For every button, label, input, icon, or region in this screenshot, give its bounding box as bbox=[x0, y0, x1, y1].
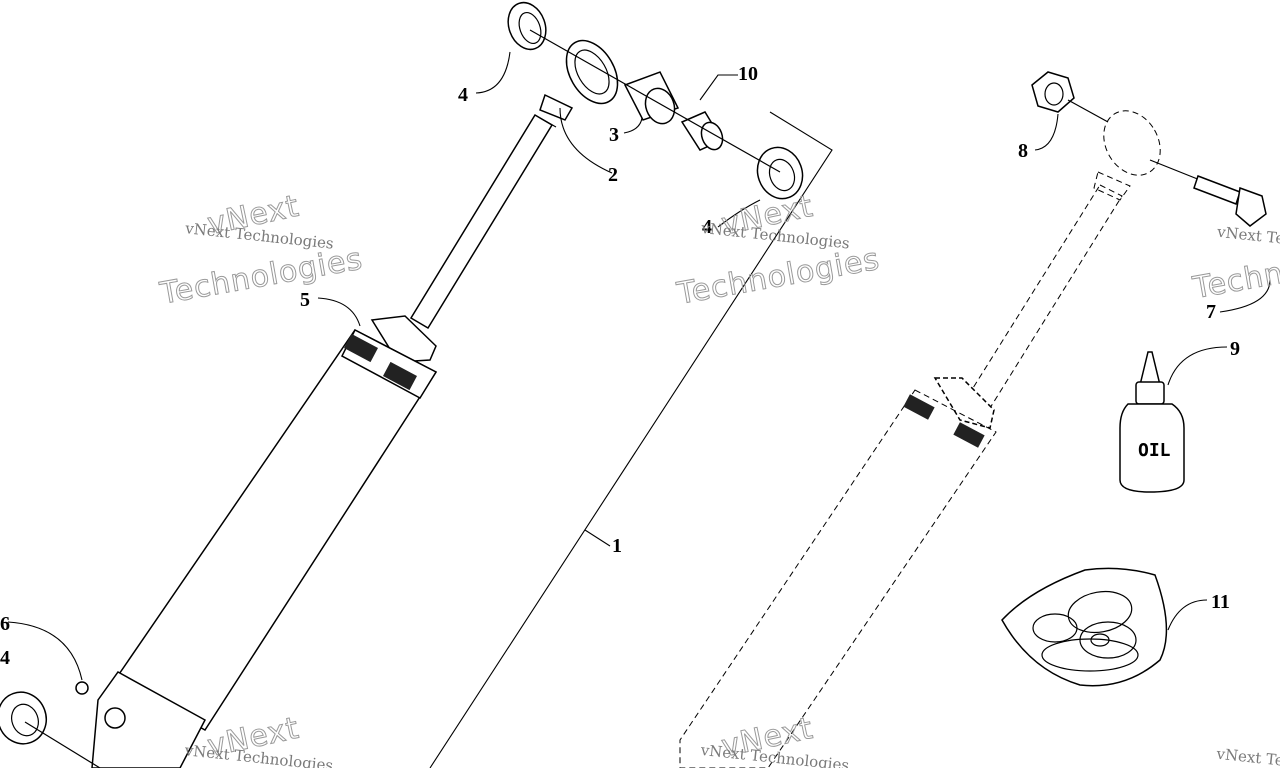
shock-body-cylinder bbox=[113, 329, 438, 731]
callout-8: 8 bbox=[1018, 140, 1028, 162]
watermark-2-line3: Technologies bbox=[674, 242, 883, 312]
upper-eye-ring bbox=[565, 39, 619, 105]
lower-mount-eye bbox=[91, 671, 207, 768]
watermark-6: vNext Technologies bbox=[1215, 745, 1280, 768]
watermark-2: vNext vNext Technologies Technologies bbox=[673, 188, 883, 312]
watermark-3-line2: vNext Technologies bbox=[1215, 223, 1280, 257]
callout-2: 2 bbox=[608, 164, 618, 186]
spacer-sleeve bbox=[623, 71, 680, 125]
seal-kit-bag bbox=[1001, 567, 1168, 687]
bushing-top bbox=[507, 1, 547, 51]
watermark-5: vNext vNext Technologies bbox=[699, 710, 850, 768]
bushing-right bbox=[756, 146, 804, 200]
bushing-bottom bbox=[0, 691, 47, 745]
oil-bottle: OIL bbox=[1119, 351, 1185, 493]
callout-9: 9 bbox=[1230, 338, 1240, 360]
callout-11: 11 bbox=[1211, 591, 1230, 613]
callout-1: 1 bbox=[612, 535, 622, 557]
callout-6: 6 bbox=[0, 613, 10, 635]
inner-bushing bbox=[680, 111, 724, 151]
mount-bolt bbox=[1149, 159, 1267, 227]
shock-absorber-phantom bbox=[679, 110, 1161, 768]
callout-10: 10 bbox=[738, 63, 758, 85]
grease-zerk bbox=[75, 681, 89, 695]
locknut bbox=[1031, 71, 1109, 123]
upper-eye-assembly bbox=[539, 39, 619, 121]
callout-7: 7 bbox=[1206, 301, 1216, 323]
watermark-6-line2: vNext Technologies bbox=[1215, 745, 1280, 768]
watermark-3: vNext Technologies Technologies bbox=[1189, 223, 1280, 307]
callout-3: 3 bbox=[609, 124, 619, 146]
watermark-1: vNext vNext Technologies Technologies bbox=[156, 188, 366, 312]
oil-bottle-label: OIL bbox=[1138, 440, 1171, 461]
shock-shaft bbox=[409, 113, 554, 330]
callout-4-right: 4 bbox=[702, 216, 712, 238]
upper-eye-neck bbox=[539, 93, 574, 121]
callout-5: 5 bbox=[300, 289, 310, 311]
part-1-bracket bbox=[429, 111, 833, 768]
callout-4-bottom: 4 bbox=[0, 647, 10, 669]
watermark-3-line3: Technologies bbox=[1190, 236, 1280, 306]
shock-absorber-main bbox=[75, 113, 557, 768]
callout-4-top: 4 bbox=[458, 84, 468, 106]
lower-grease-fitting bbox=[104, 707, 126, 729]
